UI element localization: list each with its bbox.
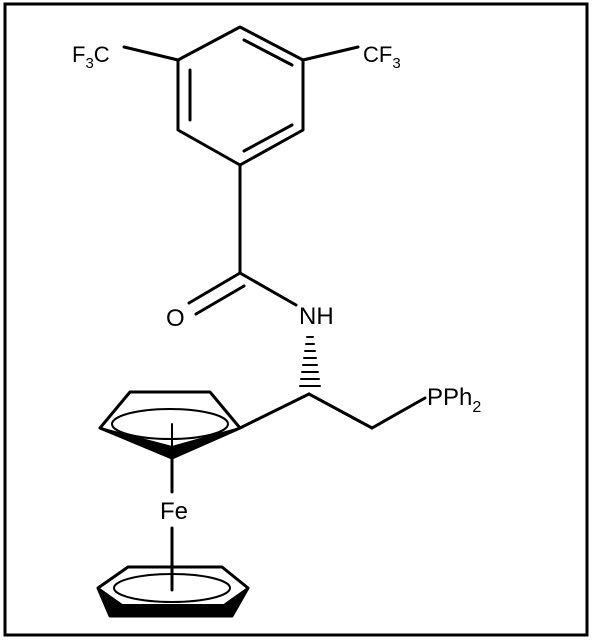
stereocenter-ch2-bond [307, 392, 374, 430]
iron-label: Fe [160, 498, 188, 525]
amide-cn-bond [238, 271, 298, 307]
aromatic-circle [113, 573, 231, 603]
cf3-right-label: CF3 [363, 42, 401, 72]
cf3-left-bond [122, 45, 180, 62]
aromatic-circle [111, 408, 229, 440]
hashed-wedge-bond [299, 336, 321, 387]
carbonyl-double-bond [194, 284, 246, 316]
wedge-front-edge [97, 587, 249, 617]
aromatic-inner-bond [242, 38, 294, 67]
cp-stereocenter-bond [238, 392, 311, 430]
lower-cyclopentadienyl-ring [96, 565, 250, 618]
ch2-phosphorus-bond [370, 396, 427, 430]
phosphine-label: PPh2 [427, 384, 481, 416]
cf3-right-bond [301, 45, 360, 62]
carbonyl-double-bond [187, 271, 242, 305]
oxygen-label: O [166, 305, 185, 332]
wedge-front-edge [99, 427, 241, 459]
upper-cyclopentadienyl-ring [98, 390, 242, 460]
benzene-ring [176, 25, 305, 167]
figure-frame [3, 2, 589, 637]
cf3-left-label: F3C [72, 42, 110, 72]
nh-label: NH [299, 303, 334, 330]
aromatic-inner-bond [242, 123, 294, 153]
